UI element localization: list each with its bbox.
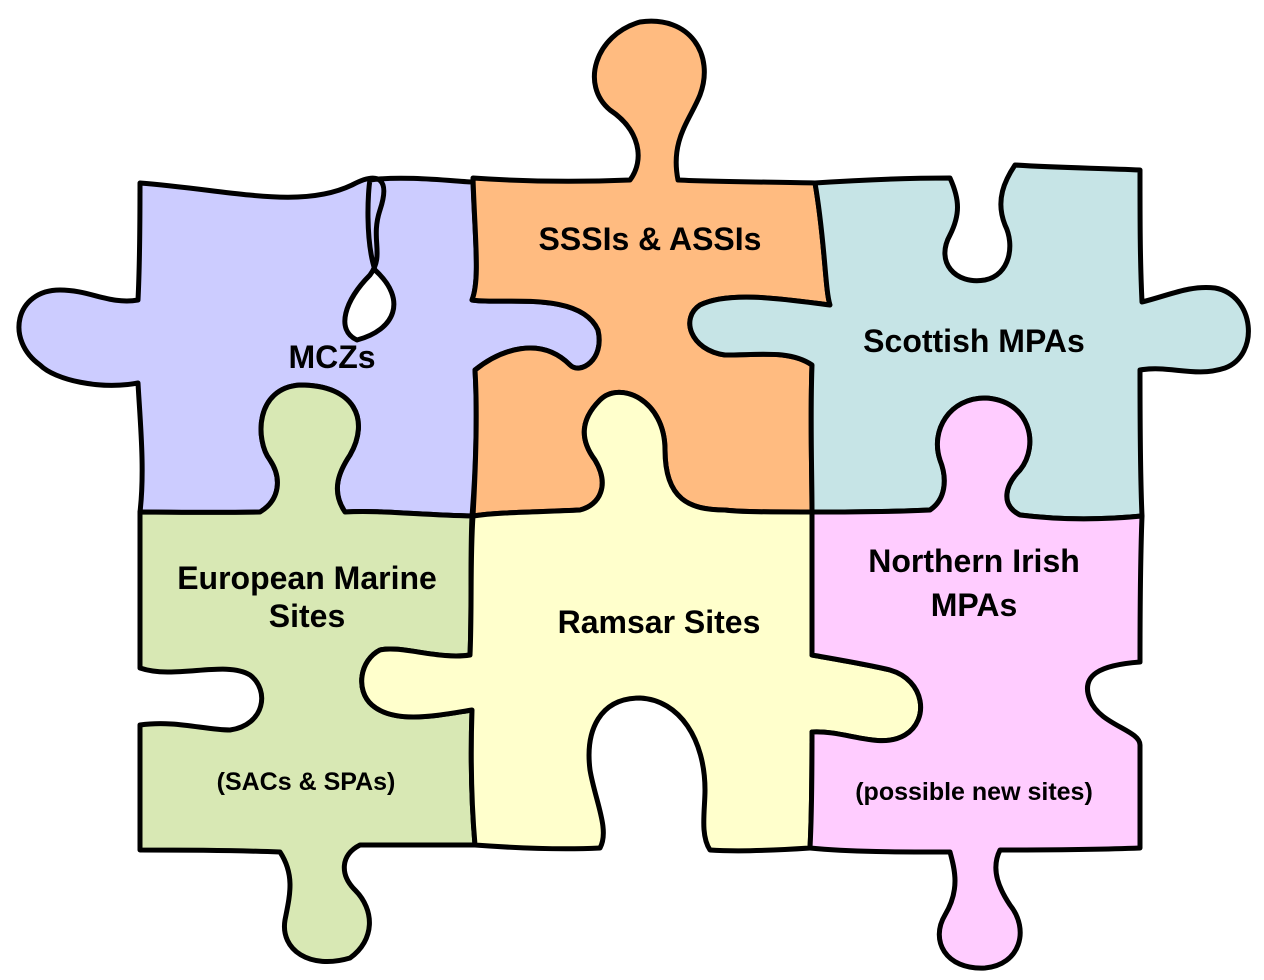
northern-sublabel: (possible new sites): [855, 778, 1093, 806]
sssis-label: SSSIs & ASSIs: [539, 221, 762, 257]
european-label-line2: Sites: [269, 598, 345, 634]
northern-label-line2: MPAs: [931, 587, 1018, 623]
european-sublabel: (SACs & SPAs): [217, 768, 396, 796]
ramsar-label: Ramsar Sites: [558, 604, 761, 640]
northern-piece: [807, 395, 1145, 971]
european-label-line1: European Marine: [177, 560, 437, 596]
scottish-label: Scottish MPAs: [863, 323, 1085, 359]
mczs-label: MCZs: [288, 339, 375, 375]
northern-label-line1: Northern Irish: [868, 543, 1080, 579]
